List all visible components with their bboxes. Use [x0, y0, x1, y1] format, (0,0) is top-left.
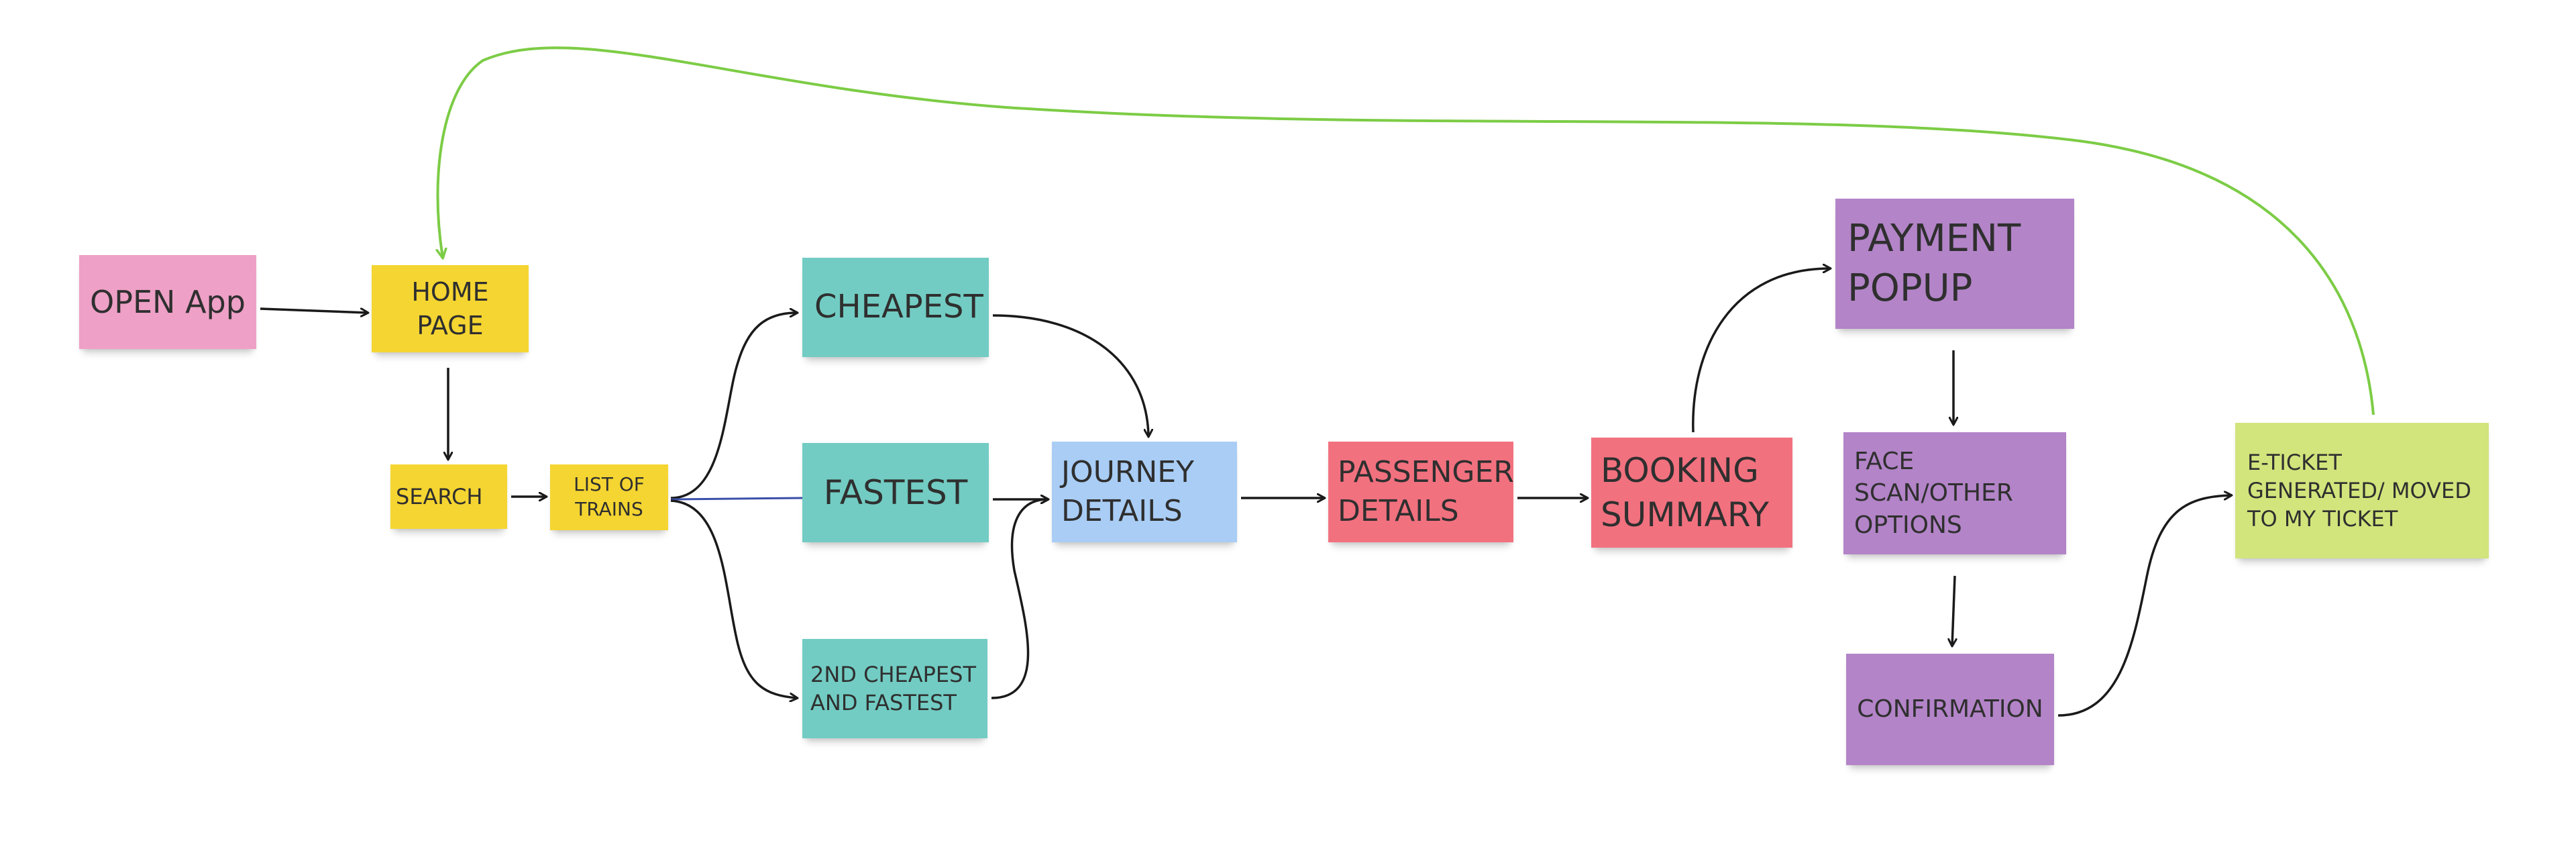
node-second-cheapest-fastest-label: 2ND CHEAPEST AND FASTEST: [810, 661, 976, 715]
edge-face-to-confirm: [1952, 575, 1955, 646]
node-fastest[interactable]: FASTEST: [802, 443, 989, 542]
edge-confirm-to-eticket: [2057, 495, 2231, 717]
node-cheapest[interactable]: CHEAPEST: [802, 258, 989, 357]
node-payment-popup[interactable]: PAYMENT POPUP: [1835, 199, 2074, 329]
node-journey-details[interactable]: JOURNEY DETAILS: [1052, 442, 1237, 542]
node-open-app[interactable]: OPEN App: [79, 255, 256, 349]
node-passenger-details-label: PASSENGER DETAILS: [1338, 454, 1514, 528]
node-confirmation-label: CONFIRMATION: [1857, 695, 2043, 724]
node-journey-details-label: JOURNEY DETAILS: [1061, 454, 1194, 528]
node-booking-summary-label: BOOKING SUMMARY: [1601, 451, 1769, 534]
node-list-of-trains[interactable]: LIST OF TRAINS: [550, 464, 668, 530]
edge-open-to-home: [260, 307, 368, 313]
edge-list-to-second: [670, 499, 797, 698]
edge-eticket-to-home: [438, 46, 2375, 415]
node-eticket-generated-label: E-TICKET GENERATED/ MOVED TO MY TICKET: [2247, 449, 2471, 532]
edge-booking-to-payment: [1692, 268, 1830, 433]
node-cheapest-label: CHEAPEST: [814, 288, 983, 326]
node-booking-summary[interactable]: BOOKING SUMMARY: [1591, 438, 1792, 548]
node-home-page[interactable]: HOME PAGE: [372, 265, 529, 352]
node-open-app-label: OPEN App: [90, 283, 246, 320]
node-second-cheapest-fastest[interactable]: 2ND CHEAPEST AND FASTEST: [802, 639, 987, 738]
node-search[interactable]: SEARCH: [390, 464, 507, 529]
edge-list-to-cheapest: [670, 313, 797, 499]
node-face-scan-options-label: FACE SCAN/OTHER OPTIONS: [1854, 447, 2013, 539]
node-home-page-label: HOME PAGE: [411, 277, 489, 340]
edge-second-to-journey: [991, 499, 1048, 699]
node-list-of-trains-label: LIST OF TRAINS: [574, 473, 645, 520]
node-confirmation[interactable]: CONFIRMATION: [1846, 654, 2054, 765]
node-search-label: SEARCH: [396, 483, 483, 509]
node-face-scan-options[interactable]: FACE SCAN/OTHER OPTIONS: [1843, 432, 2066, 554]
edge-cheapest-to-journey: [992, 314, 1148, 436]
edge-list-to-fastest: [670, 497, 803, 501]
node-payment-popup-label: PAYMENT POPUP: [1847, 217, 2021, 310]
node-fastest-label: FASTEST: [823, 473, 968, 512]
node-passenger-details[interactable]: PASSENGER DETAILS: [1328, 442, 1514, 542]
node-eticket-generated[interactable]: E-TICKET GENERATED/ MOVED TO MY TICKET: [2235, 423, 2489, 558]
